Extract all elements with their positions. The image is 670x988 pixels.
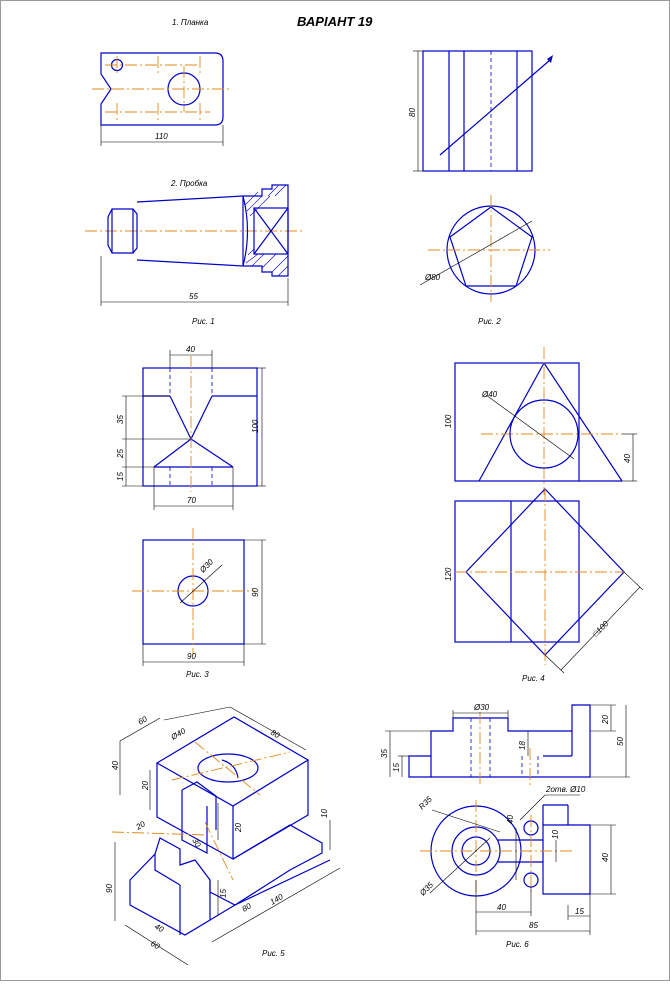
dim-40-f4: 40 [623, 454, 632, 463]
dim-90-h: 90 [251, 588, 260, 597]
dim-35-f6: 35 [380, 749, 389, 758]
fig4-views: Ø40 40 100 □100 120 [444, 347, 644, 674]
dim-10-f6: 10 [551, 830, 560, 839]
dim-square100: □100 [591, 619, 611, 639]
dim-85: 85 [529, 921, 538, 930]
dim-dia35: Ø35 [417, 880, 435, 898]
dim-20-c: 20 [134, 819, 148, 832]
dim-20-f6: 20 [601, 715, 610, 725]
dim-15: 15 [219, 889, 228, 898]
dim-140: 140 [269, 892, 286, 907]
fig1-caption: Рис. 1 [192, 317, 215, 326]
dim-60-low: 60 [149, 939, 162, 952]
dim-15: 15 [116, 472, 125, 481]
fig1-plug: 55 [85, 184, 302, 306]
dim-70: 70 [187, 496, 196, 505]
dim-90: 90 [105, 884, 114, 893]
dim-50: 50 [616, 737, 625, 746]
fig1-plate: 110 [92, 52, 232, 146]
variant-title: ВАРІАНТ 19 [297, 14, 373, 29]
fig4-caption: Рис. 4 [522, 674, 545, 683]
dim-40-f5: 40 [111, 761, 120, 770]
dim-r35: R35 [417, 794, 434, 811]
dim-110: 110 [155, 132, 168, 141]
dim-dia80: Ø80 [424, 273, 441, 282]
dim-35: 35 [116, 415, 125, 424]
dim-30: 30 [190, 837, 203, 850]
dim-100: 100 [251, 419, 260, 433]
dim-25: 25 [116, 449, 125, 459]
dim-55: 55 [189, 292, 198, 301]
dim-15-f6: 15 [392, 763, 401, 772]
dim-60-top: 60 [137, 714, 150, 727]
dim-20-a: 20 [141, 781, 150, 791]
dim-40-plan-c: 40 [497, 903, 506, 912]
plug-hatching [244, 184, 289, 277]
fig2-views: 80 Ø80 [408, 50, 553, 302]
dim-120: 120 [444, 567, 453, 581]
dim-2holes: 2отв. Ø10 [545, 785, 586, 794]
dim-18: 18 [518, 741, 527, 750]
dim-80-low: 80 [241, 901, 254, 914]
fig2-caption: Рис. 2 [478, 317, 501, 326]
fig6-caption: Рис. 6 [506, 940, 529, 949]
dim-dia40-f5: Ø40 [169, 726, 188, 742]
dim-20-b: 20 [234, 823, 243, 833]
dim-40: 40 [186, 345, 195, 354]
dim-dia40: Ø40 [481, 390, 498, 399]
fig3-views: 40 35 25 15 70 100 Ø30 90 90 [116, 345, 266, 666]
dim-15-plan: 15 [575, 907, 584, 916]
dim-80: 80 [408, 108, 417, 117]
fig6-views: Ø30 35 15 18 20 50 R35 2отв. Ø10 [380, 703, 630, 935]
dim-90-w: 90 [187, 652, 196, 661]
dim-100-f4: 100 [444, 414, 453, 428]
part2-label: 2. Пробка [170, 179, 208, 188]
fig5-isometric: 60 80 Ø40 40 20 20 20 30 10 90 15 80 140… [105, 706, 341, 966]
dim-dia30-f6: Ø30 [473, 703, 490, 712]
dim-dia30: Ø30 [197, 557, 215, 575]
fig3-caption: Рис. 3 [186, 670, 209, 679]
dim-10: 10 [320, 809, 329, 818]
dim-40-plan-a: 40 [506, 815, 515, 824]
dim-40-plan-b: 40 [601, 853, 610, 862]
part1-label: 1. Планка [172, 18, 209, 27]
fig5-caption: Рис. 5 [262, 949, 285, 958]
